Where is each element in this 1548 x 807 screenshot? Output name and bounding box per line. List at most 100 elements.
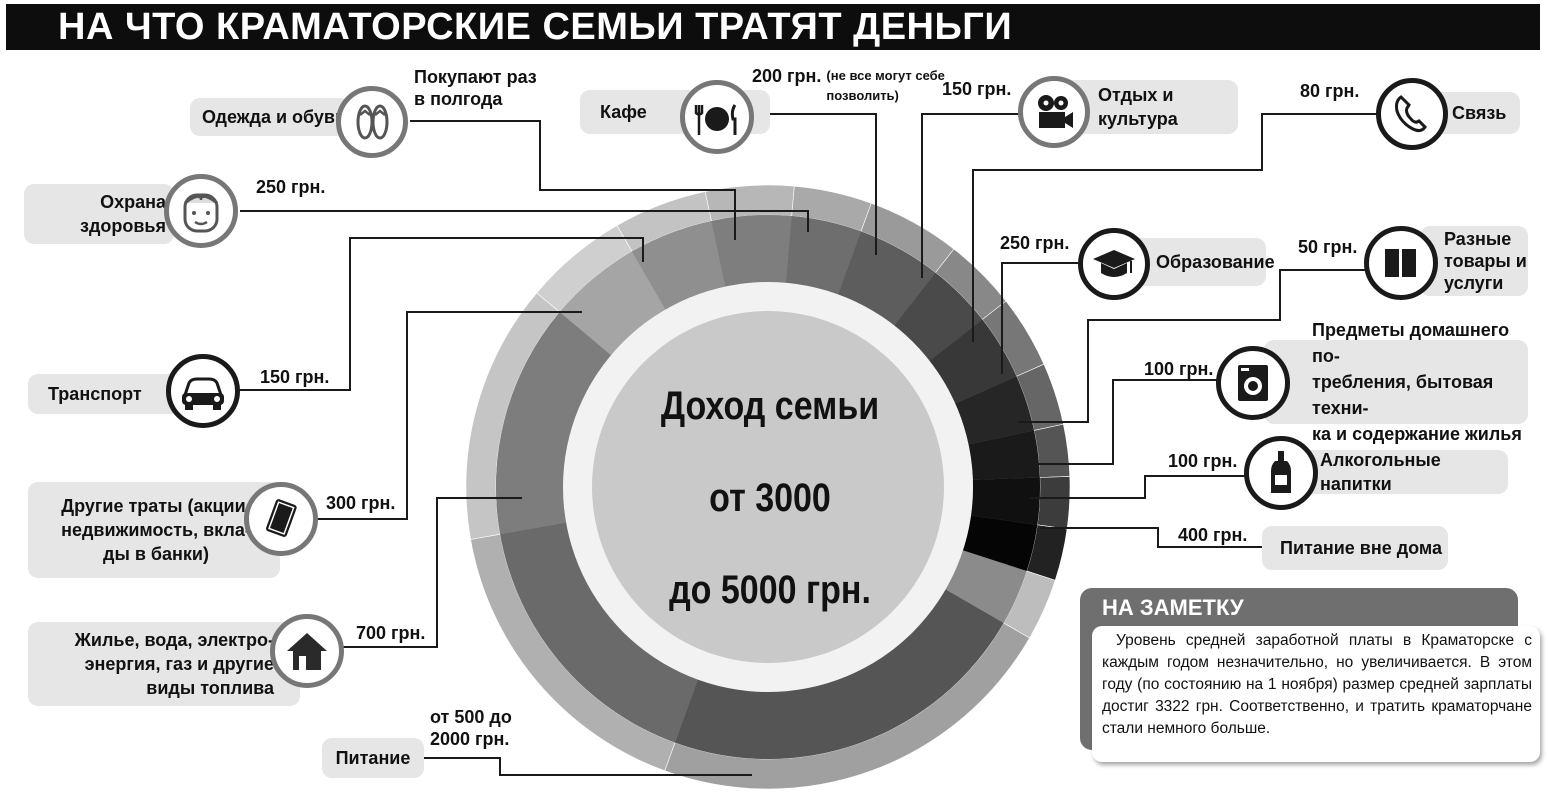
- label-clothes: Одежда и обувь: [190, 98, 350, 136]
- leader-leisure: [921, 113, 1020, 278]
- label-housing-line2: энергия, газ и другие: [84, 654, 274, 674]
- note-text: Уровень средней заработной платы в Крама…: [1092, 626, 1540, 762]
- label-education-text: Образование: [1156, 252, 1275, 272]
- label-clothes-text: Одежда и обувь: [202, 107, 347, 127]
- label-household-line1: Предметы домашнего по-: [1312, 320, 1510, 366]
- label-phone-text: Связь: [1452, 103, 1507, 123]
- house-icon: [270, 614, 344, 688]
- bottle-icon: [1244, 436, 1318, 510]
- amount-clothes: Покупают раз в полгода: [414, 66, 537, 110]
- label-housing-line1: Жилье, вода, электро-: [74, 630, 274, 650]
- center-income-text: Доход семьи от 3000 до 5000 грн.: [643, 360, 898, 636]
- label-leisure-text: Отдых и культура: [1098, 85, 1178, 129]
- amount-food: от 500 до 2000 грн.: [430, 706, 512, 750]
- leader-eatout: [1040, 527, 1270, 548]
- plate-cutlery-icon: [680, 80, 754, 154]
- amount-alcohol: 100 грн.: [1168, 451, 1238, 471]
- amount-misc: 50 грн.: [1298, 237, 1358, 257]
- amount-clothes-line1: Покупают раз: [414, 67, 537, 87]
- bank-card-icon: [244, 482, 318, 556]
- amount-phone: 80 грн.: [1300, 81, 1360, 101]
- leader-health: [240, 210, 809, 232]
- leader-other: [315, 311, 582, 520]
- inner-segment: [929, 319, 1017, 404]
- leader-clothes: [410, 120, 736, 240]
- inner-segment: [971, 477, 1041, 525]
- flip-flops-icon: [336, 86, 408, 158]
- leader-transport: [237, 237, 644, 391]
- label-housing-line3: виды топлива: [146, 678, 274, 698]
- leader-misc: [1018, 269, 1365, 423]
- label-health-line1: Охрана: [100, 192, 166, 212]
- inner-segment: [496, 312, 611, 535]
- amount-housing: 700 грн.: [356, 623, 426, 643]
- inner-segment: [955, 376, 1035, 445]
- outer-segment: [1037, 476, 1071, 530]
- label-cafe-text: Кафе: [600, 102, 647, 122]
- amount-cafe: 200 грн. (не все могут себе позволить): [752, 66, 966, 106]
- movie-camera-icon: [1018, 76, 1090, 148]
- label-other-line3: ды в банки): [103, 544, 209, 564]
- center-line-1: Доход семьи: [660, 384, 880, 428]
- inner-segment: [559, 251, 666, 356]
- label-household-line2: требления, бытовая техни-: [1312, 372, 1494, 418]
- center-line-2: от 3000: [709, 476, 831, 520]
- label-other: Другие траты (акции, недвижимость, вкла-…: [28, 482, 280, 578]
- amount-other: 300 грн.: [326, 493, 396, 513]
- leader-cafe: [748, 113, 877, 255]
- amount-cafe-note: (не все могут себе позволить): [826, 68, 945, 103]
- label-alcohol-text: Алкогольные напитки: [1320, 450, 1441, 494]
- leader-alcohol: [1030, 475, 1246, 499]
- amount-leisure: 150 грн.: [942, 79, 1012, 99]
- label-transport-text: Транспорт: [48, 384, 142, 404]
- leader-phone: [972, 113, 1378, 342]
- graduation-cap-icon: [1078, 228, 1150, 300]
- amount-food-line2: 2000 грн.: [430, 729, 510, 749]
- label-eatout: Питание вне дома: [1262, 526, 1448, 570]
- inner-segment: [894, 272, 983, 361]
- amount-eatout: 400 грн.: [1178, 525, 1248, 545]
- label-misc-line1: Разные: [1444, 229, 1512, 249]
- center-disc: [592, 311, 944, 663]
- inner-segment: [838, 231, 936, 326]
- inner-segment: [945, 550, 1027, 623]
- phone-icon: [1376, 78, 1448, 150]
- label-misc: Разные товары и услуги: [1420, 226, 1528, 296]
- inner-segment: [500, 522, 698, 743]
- boxes-icon: [1364, 226, 1438, 300]
- label-household: Предметы домашнего по- требления, бытова…: [1264, 320, 1528, 444]
- leader-housing: [340, 497, 522, 648]
- car-icon: [166, 354, 240, 428]
- amount-education: 250 грн.: [1000, 233, 1070, 253]
- inner-segment: [632, 220, 726, 310]
- label-food-text: Питание: [335, 748, 411, 768]
- label-health: Охрана здоровья: [24, 184, 174, 244]
- label-misc-line3: услуги: [1444, 273, 1504, 293]
- page-title: НА ЧТО КРАМАТОРСКИЕ СЕМЬИ ТРАТЯТ ДЕНЬГИ: [6, 4, 1540, 50]
- leader-household: [1022, 379, 1218, 465]
- washing-machine-icon: [1216, 346, 1290, 420]
- center-line-3: до 5000 грн.: [669, 568, 871, 612]
- leader-education: [1001, 262, 1080, 374]
- note-heading: НА ЗАМЕТКУ: [1102, 595, 1244, 620]
- amount-transport: 150 грн.: [260, 367, 330, 387]
- inner-segment: [711, 215, 792, 287]
- label-eatout-text: Питание вне дома: [1280, 538, 1442, 558]
- inner-segment: [968, 430, 1040, 480]
- leader-food: [418, 757, 752, 776]
- amount-clothes-line2: в полгода: [414, 89, 503, 109]
- inner-segment: [785, 216, 862, 295]
- inner-segment: [674, 589, 1004, 759]
- amount-household: 100 грн.: [1144, 359, 1214, 379]
- inner-segment: [962, 515, 1038, 572]
- label-misc-line2: товары и: [1444, 251, 1527, 271]
- amount-food-line1: от 500 до: [430, 707, 512, 727]
- label-household-line3: ка и содержание жилья: [1312, 424, 1522, 444]
- amount-cafe-value: 200 грн.: [752, 66, 822, 86]
- label-food: Питание: [322, 738, 424, 778]
- label-housing: Жилье, вода, электро- энергия, газ и дру…: [28, 622, 300, 706]
- leader-lines: [237, 113, 1378, 776]
- nurse-icon: [164, 174, 238, 248]
- label-health-line2: здоровья: [80, 216, 166, 236]
